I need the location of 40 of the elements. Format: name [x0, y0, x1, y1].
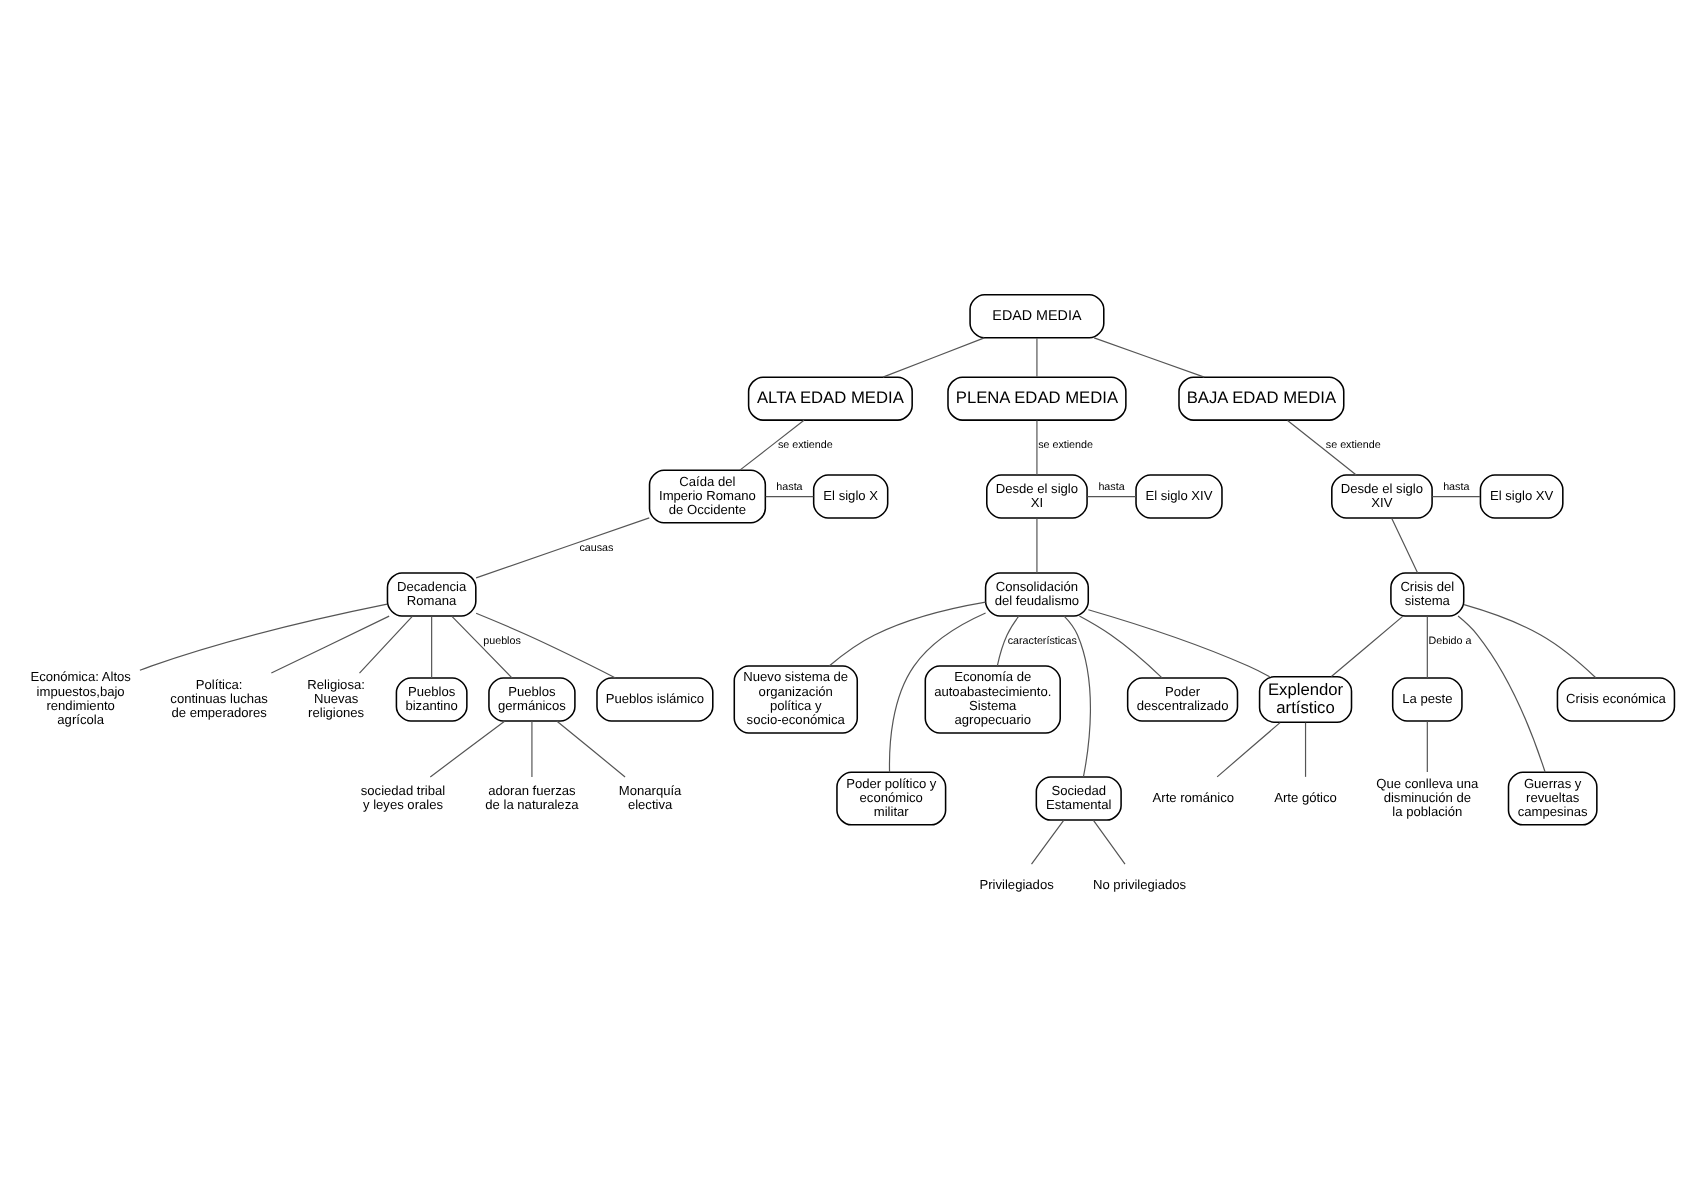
connector — [739, 418, 805, 470]
connector — [475, 516, 650, 578]
connector — [882, 336, 985, 377]
connector — [139, 602, 388, 670]
node-box: PLENA EDAD MEDIA — [947, 375, 1127, 420]
connector — [765, 494, 814, 497]
connector — [475, 611, 617, 678]
connector — [270, 614, 390, 673]
connector — [1030, 818, 1065, 864]
connector — [1092, 818, 1126, 864]
connector — [1391, 516, 1419, 573]
connector — [429, 719, 506, 777]
connector — [531, 719, 533, 777]
connector — [1086, 494, 1137, 497]
connector — [1036, 418, 1038, 475]
node-box: ALTA EDAD MEDIA — [747, 375, 913, 420]
connector — [1286, 418, 1357, 475]
connector — [1463, 603, 1597, 678]
connector — [1216, 721, 1281, 777]
connector — [1426, 719, 1428, 772]
connector — [556, 719, 626, 777]
connector — [1093, 336, 1205, 377]
connector — [1304, 721, 1307, 777]
connector — [996, 614, 1020, 666]
connector — [1087, 608, 1271, 677]
connector — [1426, 614, 1428, 678]
connector — [1063, 614, 1091, 777]
connector — [1078, 614, 1163, 678]
connector — [1036, 516, 1038, 573]
connector — [451, 614, 513, 678]
connector — [1431, 494, 1481, 497]
connector — [358, 614, 413, 673]
connector — [1457, 614, 1546, 772]
connector — [888, 611, 987, 772]
connector — [431, 614, 433, 678]
connector — [1036, 336, 1038, 377]
connector — [1330, 614, 1404, 677]
connector — [828, 600, 987, 666]
node-box: Explendor artístico — [1258, 675, 1353, 722]
node-box: BAJA EDAD MEDIA — [1178, 375, 1345, 420]
